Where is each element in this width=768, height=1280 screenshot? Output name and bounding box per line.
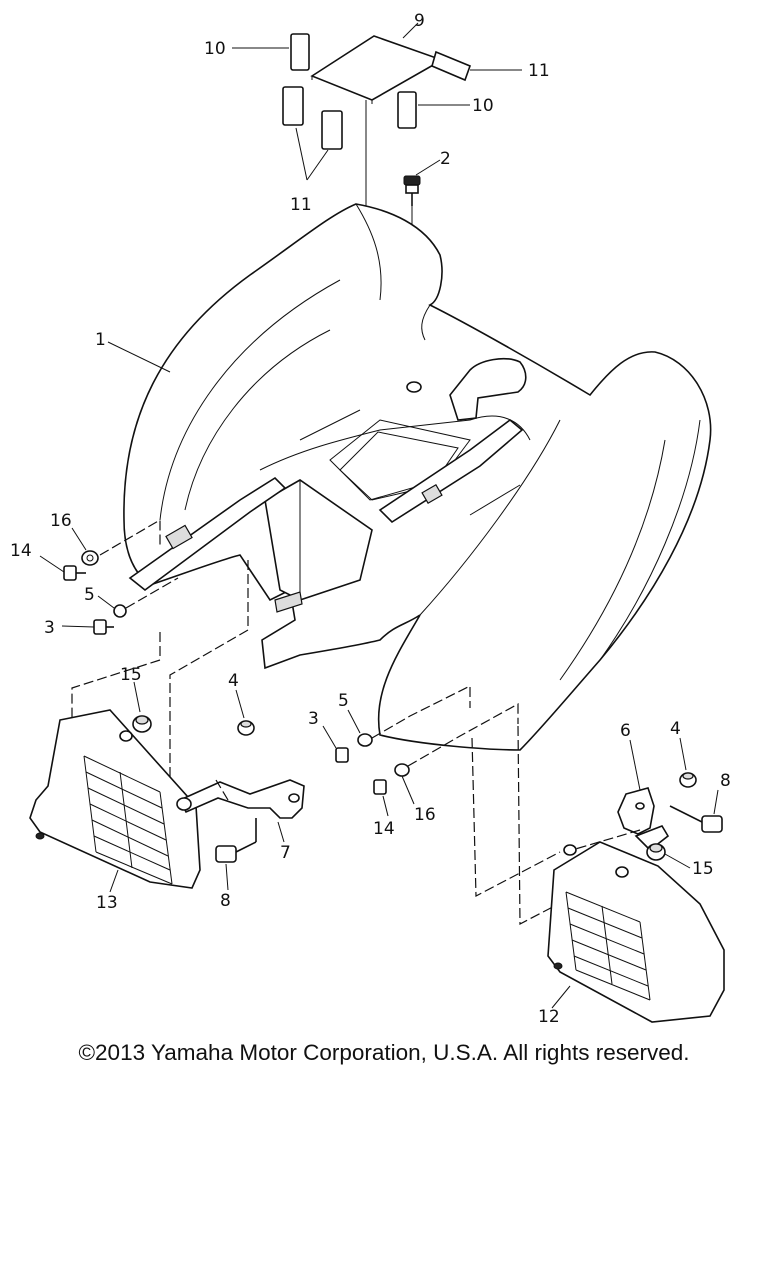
washer-16-right bbox=[394, 763, 410, 777]
bolt-3-left bbox=[93, 619, 114, 635]
callout-1: 1 bbox=[95, 330, 106, 350]
bracket-6 bbox=[617, 787, 670, 852]
callout-11-lower: 11 bbox=[290, 195, 312, 215]
callout-2: 2 bbox=[440, 149, 451, 169]
pad-10-upper bbox=[290, 33, 310, 71]
mud-flap-13 bbox=[29, 709, 201, 889]
callout-9: 9 bbox=[414, 11, 425, 31]
callout-5-left: 5 bbox=[84, 585, 95, 605]
callout-4-right: 4 bbox=[670, 719, 681, 739]
bolt-2 bbox=[403, 175, 421, 206]
parts-exploded-diagram: 10 9 11 10 2 11 1 16 14 5 3 15 4 5 3 6 4… bbox=[10, 11, 731, 1027]
bracket-7 bbox=[176, 779, 305, 819]
bolt-3-right bbox=[335, 747, 349, 763]
rear-fender-1 bbox=[123, 203, 712, 751]
bolt-8-left bbox=[215, 818, 257, 863]
bolt-8-right bbox=[669, 805, 723, 833]
pad-10-lower bbox=[397, 91, 417, 129]
copyright-notice: ©2013 Yamaha Motor Corporation, U.S.A. A… bbox=[78, 1040, 690, 1065]
callout-3-left: 3 bbox=[44, 618, 55, 638]
callout-15-right: 15 bbox=[692, 859, 714, 879]
callout-5-right: 5 bbox=[338, 691, 349, 711]
nut-5-right bbox=[357, 733, 373, 747]
collar-15-right bbox=[646, 843, 666, 861]
callout-12: 12 bbox=[538, 1007, 560, 1027]
callout-7: 7 bbox=[280, 843, 291, 863]
callout-14-left: 14 bbox=[10, 541, 32, 561]
bolt-14-right bbox=[373, 779, 387, 795]
callout-8-right: 8 bbox=[720, 771, 731, 791]
washer-16-left bbox=[81, 550, 99, 566]
collar-15-left bbox=[132, 715, 152, 733]
callout-8-left: 8 bbox=[220, 891, 231, 911]
pad-11-left-b bbox=[321, 110, 343, 150]
callout-16-left: 16 bbox=[50, 511, 72, 531]
callout-10-lower: 10 bbox=[472, 96, 494, 116]
nut-4-left bbox=[237, 720, 255, 736]
callout-14-right: 14 bbox=[373, 819, 395, 839]
nut-4-right bbox=[679, 772, 697, 788]
pad-9 bbox=[310, 35, 444, 104]
callout-4-left: 4 bbox=[228, 671, 239, 691]
bolt-14-left bbox=[63, 565, 86, 581]
callout-10-top: 10 bbox=[204, 39, 226, 59]
nut-5-left bbox=[113, 604, 127, 618]
pad-11-left-a bbox=[282, 86, 304, 126]
callout-6: 6 bbox=[620, 721, 631, 741]
callout-15-left: 15 bbox=[120, 665, 142, 685]
callout-13: 13 bbox=[96, 893, 118, 913]
callout-16-right: 16 bbox=[414, 805, 436, 825]
mud-flap-12 bbox=[547, 841, 725, 1023]
pad-11-upper bbox=[431, 50, 472, 82]
callout-3-right: 3 bbox=[308, 709, 319, 729]
callout-11-top: 11 bbox=[528, 61, 550, 81]
